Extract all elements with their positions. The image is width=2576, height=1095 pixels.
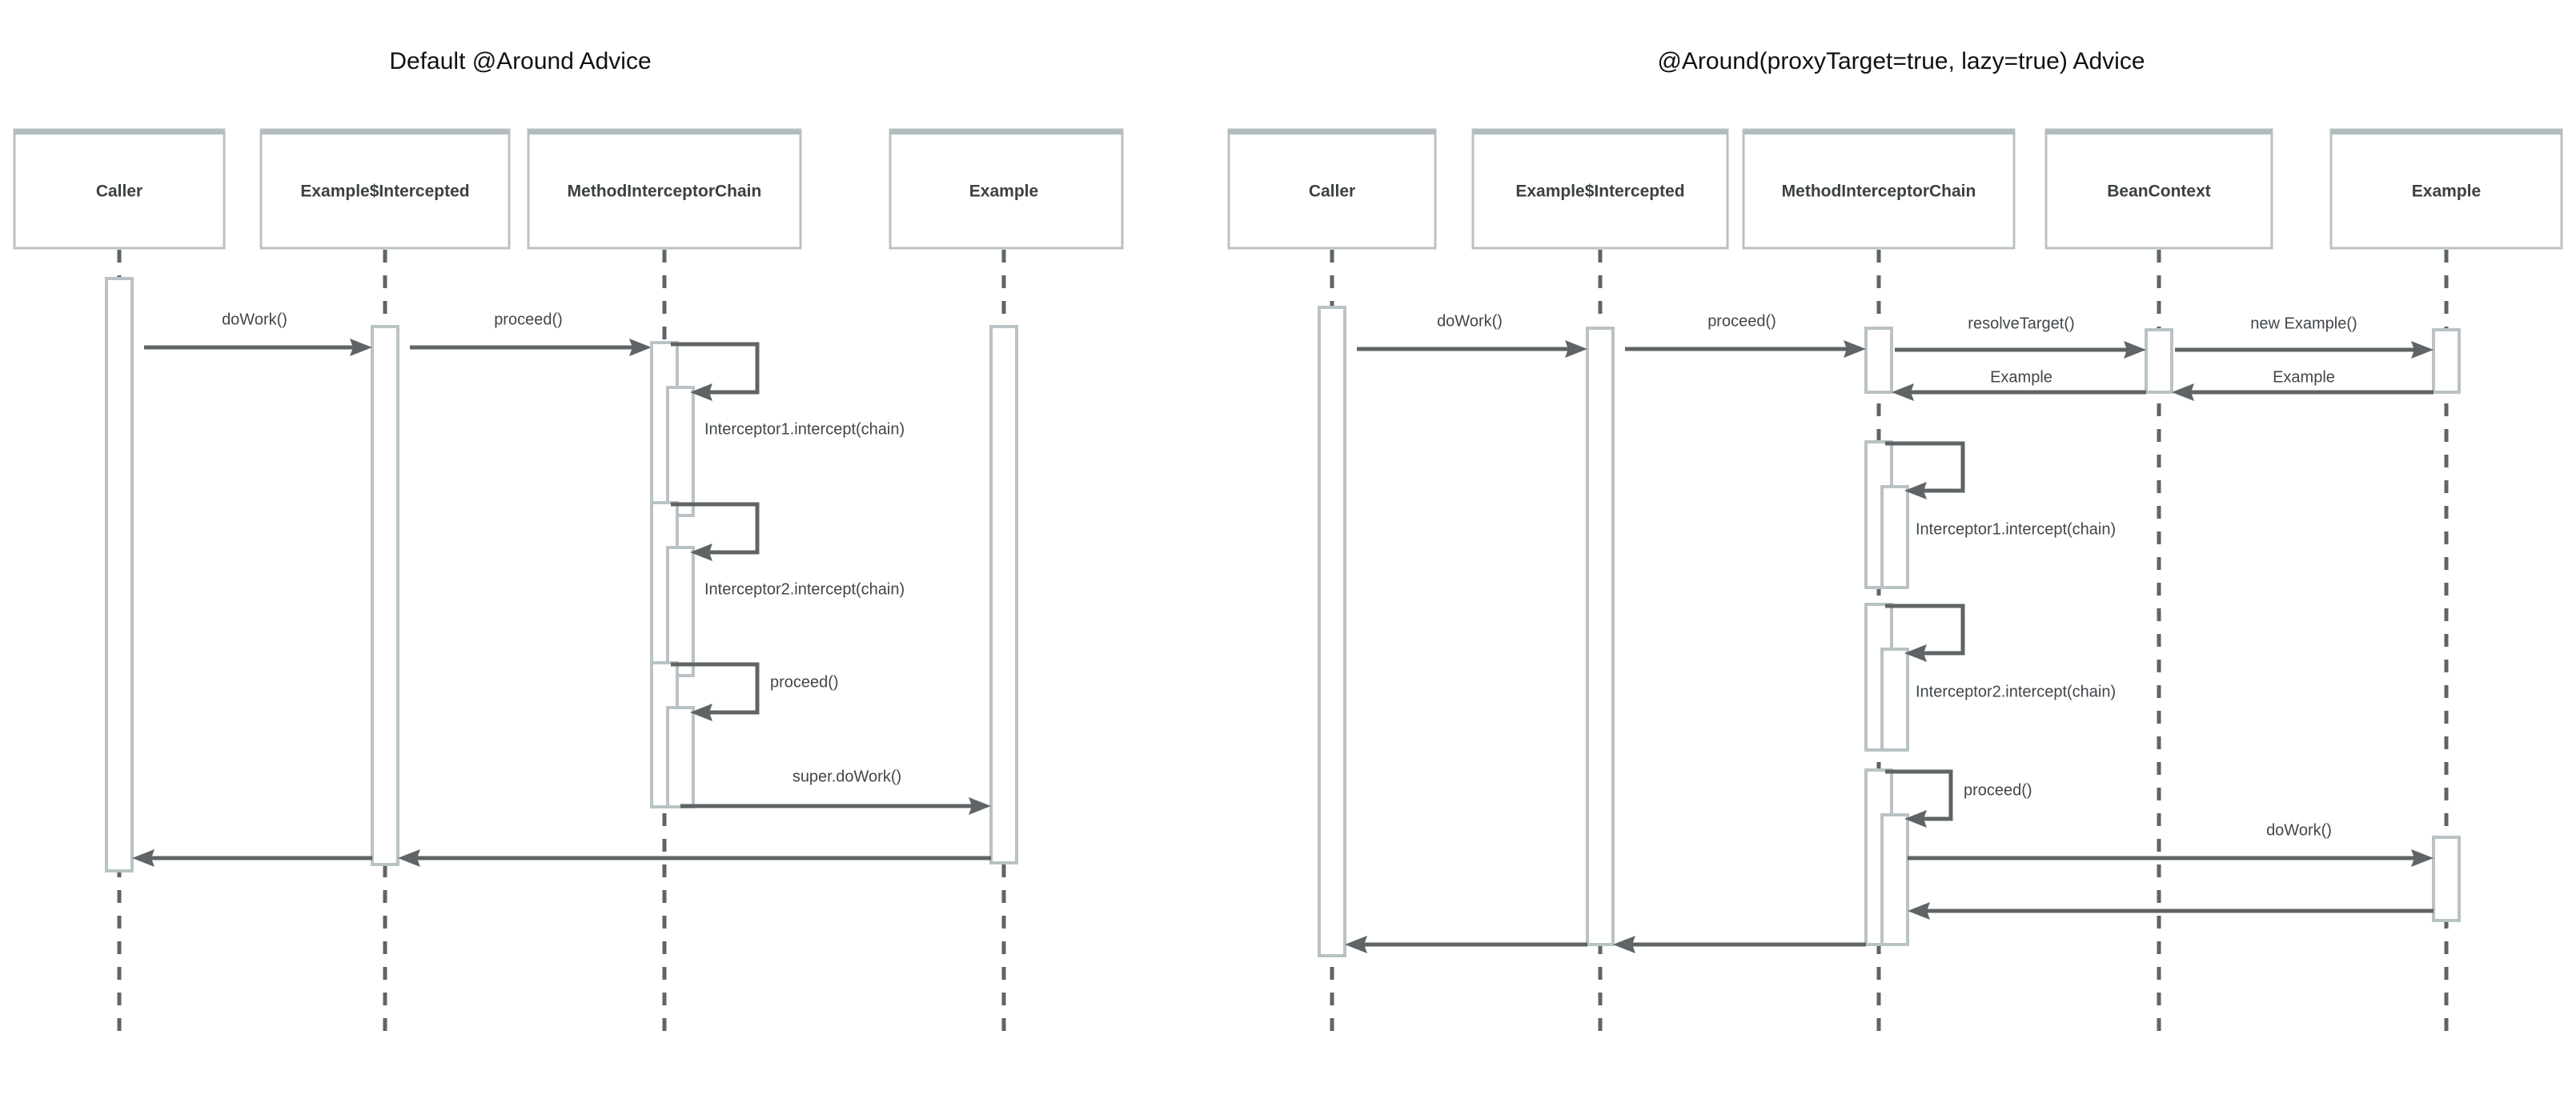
self-message-proceed: proceed() — [650, 661, 839, 808]
self-message-interceptor1: Interceptor1.intercept(chain) — [1864, 440, 2116, 589]
diagram-title: @Around(proxyTarget=true, lazy=true) Adv… — [1657, 48, 2145, 74]
participant-label: Example — [2412, 182, 2481, 201]
participant-label: Caller — [96, 182, 142, 201]
message-label: resolveTarget() — [1968, 315, 2074, 332]
message-label: new Example() — [2250, 315, 2357, 332]
diagram-title: Default @Around Advice — [389, 48, 651, 74]
message-label: Interceptor2.intercept(chain) — [1916, 683, 2116, 700]
participant-caller[interactable]: Caller — [13, 128, 226, 250]
activation-example-intercepted — [371, 325, 399, 866]
activation-caller — [105, 277, 134, 872]
activation-example — [989, 325, 1018, 864]
message-resolve-target: resolveTarget() — [1895, 315, 2146, 359]
message-label: Interceptor2.intercept(chain) — [704, 580, 905, 598]
message-label: proceed() — [494, 311, 563, 328]
message-label: Interceptor1.intercept(chain) — [704, 420, 905, 438]
participant-label: Example$Intercepted — [1515, 182, 1684, 201]
self-message-interceptor2: Interceptor2.intercept(chain) — [650, 501, 905, 677]
participant-caller[interactable]: Caller — [1227, 128, 1437, 250]
activation-example-dowork — [2432, 836, 2461, 922]
participant-example[interactable]: Example — [2329, 128, 2563, 250]
message-label: Interceptor1.intercept(chain) — [1916, 520, 2116, 538]
message-label: doWork() — [222, 311, 287, 328]
message-return-example-to-beancontext: Example — [2172, 368, 2434, 401]
participant-label: MethodInterceptorChain — [1782, 182, 1976, 201]
message-return-example-to-chain — [1908, 902, 2434, 920]
message-label: proceed() — [1707, 312, 1776, 330]
message-dowork: doWork() — [144, 311, 372, 356]
participant-label: BeanContext — [2107, 182, 2211, 201]
self-message-proceed: proceed() — [1864, 768, 2032, 946]
activation-chain-resolve — [1864, 327, 1893, 394]
message-label: doWork() — [1437, 312, 1503, 330]
activation-example-create — [2432, 328, 2461, 394]
message-return-beancontext-to-chain: Example — [1892, 368, 2146, 401]
message-return-caller — [132, 849, 372, 867]
message-dowork: doWork() — [1357, 312, 1587, 358]
message-proceed-to-chain: proceed() — [1625, 312, 1866, 358]
participant-label: Example$Intercepted — [300, 182, 469, 201]
participant-example[interactable]: Example — [889, 128, 1124, 250]
message-label: proceed() — [770, 673, 839, 691]
message-return-intercepted-to-caller — [1345, 936, 1587, 953]
participant-bean-context[interactable]: BeanContext — [2044, 128, 2273, 250]
diagram-proxytarget-lazy-around-advice: @Around(proxyTarget=true, lazy=true) Adv… — [1227, 48, 2563, 1033]
message-return-example — [398, 849, 991, 867]
message-label: doWork() — [2266, 821, 2332, 839]
message-new-example: new Example() — [2175, 315, 2434, 359]
message-super-dowork: super.doWork() — [680, 768, 991, 815]
message-label: Example — [2273, 368, 2335, 386]
self-message-interceptor2: Interceptor2.intercept(chain) — [1864, 603, 2116, 752]
participant-label: Example — [969, 182, 1038, 201]
participant-label: MethodInterceptorChain — [568, 182, 762, 201]
message-dowork-to-example: doWork() — [1908, 821, 2434, 867]
participant-example-intercepted[interactable]: Example$Intercepted — [1471, 128, 1729, 250]
participant-label: Caller — [1309, 182, 1355, 201]
diagram-default-around-advice: Default @Around Advice Caller Example$In… — [13, 48, 1124, 1033]
activation-example-intercepted — [1586, 327, 1615, 946]
message-return-chain-to-intercepted — [1613, 936, 1866, 953]
message-label: Example — [1990, 368, 2052, 386]
activation-caller — [1318, 306, 1346, 957]
participant-example-intercepted[interactable]: Example$Intercepted — [259, 128, 511, 250]
participant-method-interceptor-chain[interactable]: MethodInterceptorChain — [527, 128, 802, 250]
participant-method-interceptor-chain[interactable]: MethodInterceptorChain — [1742, 128, 2016, 250]
message-label: proceed() — [1964, 781, 2032, 799]
activation-bean-context — [2145, 328, 2173, 394]
self-message-interceptor1: Interceptor1.intercept(chain) — [650, 341, 905, 517]
message-label: super.doWork() — [792, 768, 901, 785]
message-proceed-to-chain: proceed() — [410, 311, 652, 356]
